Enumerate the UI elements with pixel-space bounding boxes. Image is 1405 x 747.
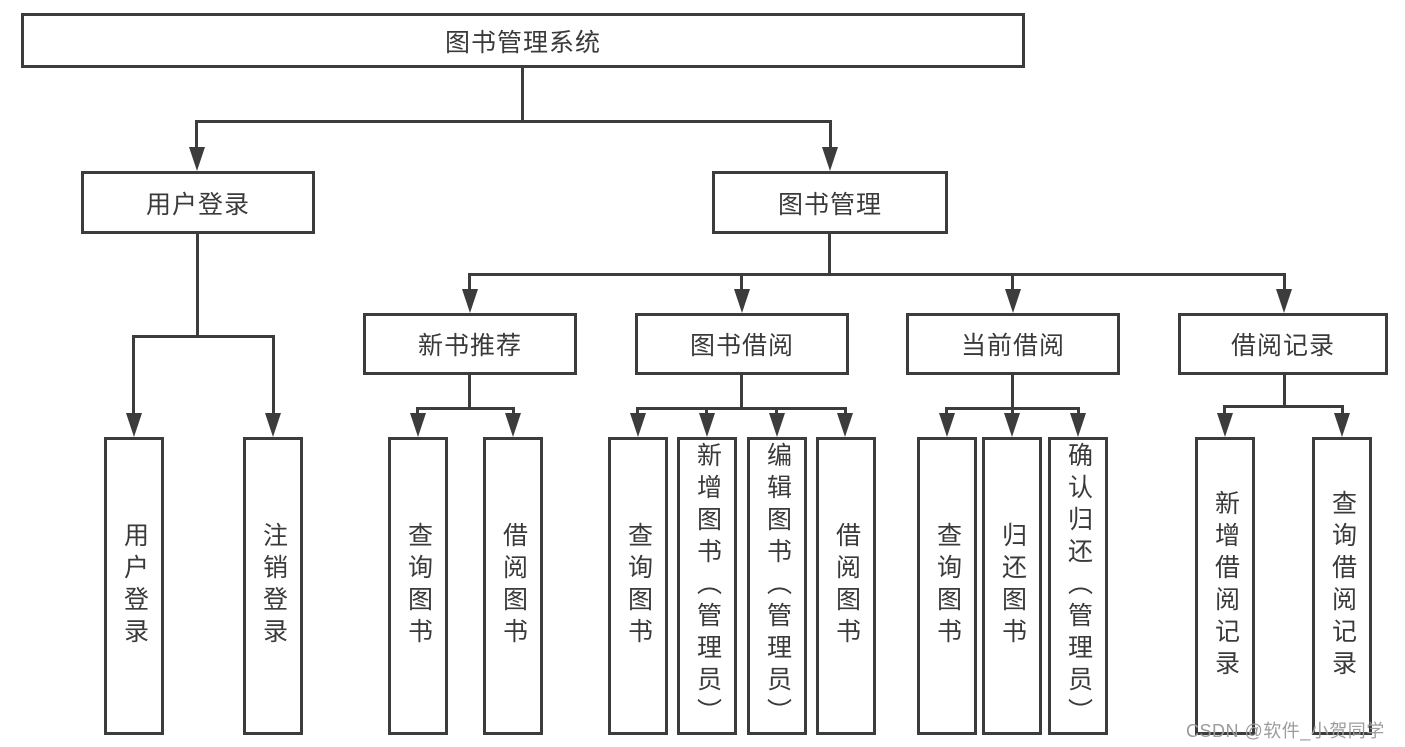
arrowhead-icon: [1004, 413, 1020, 437]
edge-borrowing-stem: [740, 375, 743, 407]
edge-connector: [705, 407, 708, 416]
edge-root-branch: [195, 120, 832, 123]
leaf-edit-books-admin: 编辑图书（管理员）: [747, 437, 807, 735]
leaf-add-books-admin: 新增图书（管理员）: [677, 437, 737, 735]
edge-connector: [1011, 407, 1014, 416]
arrowhead-icon: [1005, 289, 1021, 313]
arrowhead-icon: [630, 413, 646, 437]
edge-to-leaf-logout: [272, 335, 275, 415]
edge-connector: [636, 407, 639, 416]
edge-recommend-branch: [416, 407, 515, 410]
node-user-login: 用户登录: [81, 171, 315, 234]
arrowhead-icon: [939, 413, 955, 437]
arrowhead-icon: [769, 413, 785, 437]
arrowhead-icon: [462, 289, 478, 313]
edge-user-login-stem: [196, 234, 199, 335]
edge-connector: [844, 407, 847, 416]
edge-book-management-branch: [468, 273, 1286, 276]
edge-current-stem: [1011, 375, 1014, 407]
edge-recommend-stem: [468, 375, 471, 407]
arrowhead-icon: [265, 413, 281, 437]
arrowhead-icon: [505, 413, 521, 437]
edge-root-to-user-login: [195, 120, 198, 150]
edge-to-current-borrowing: [1011, 273, 1014, 292]
edge-records-branch: [1223, 405, 1344, 408]
edge-user-login-branch: [132, 335, 275, 338]
leaf-query-books-current: 查询图书: [917, 437, 977, 735]
arrowhead-icon: [734, 289, 750, 313]
node-book-borrowing: 图书借阅: [635, 313, 849, 375]
edge-connector: [775, 407, 778, 416]
arrowhead-icon: [1070, 413, 1086, 437]
leaf-query-books-recommend: 查询图书: [388, 437, 448, 735]
edge-book-management-stem: [828, 234, 831, 276]
node-borrow-records: 借阅记录: [1178, 313, 1388, 375]
arrowhead-icon: [1217, 413, 1233, 437]
edge-connector: [1341, 405, 1344, 416]
leaf-borrow-books-recommend: 借阅图书: [483, 437, 543, 735]
leaf-query-books-borrowing: 查询图书: [608, 437, 668, 735]
leaf-query-borrow-record: 查询借阅记录: [1312, 437, 1372, 735]
leaf-return-books: 归还图书: [982, 437, 1042, 735]
node-current-borrowing: 当前借阅: [906, 313, 1120, 375]
arrowhead-icon: [189, 147, 205, 171]
arrowhead-icon: [126, 413, 142, 437]
edge-root-stem: [521, 68, 524, 121]
node-book-management: 图书管理: [712, 171, 948, 234]
edge-to-borrow-records: [1283, 273, 1286, 292]
edge-connector: [1077, 407, 1080, 416]
arrowhead-icon: [410, 413, 426, 437]
node-root-book-management-system: 图书管理系统: [21, 13, 1025, 68]
arrowhead-icon: [1334, 413, 1350, 437]
edge-to-new-book-recommend: [468, 273, 471, 292]
edge-connector: [945, 407, 948, 416]
leaf-user-login: 用户登录: [104, 437, 164, 735]
arrowhead-icon: [1276, 289, 1292, 313]
edge-borrowing-branch: [636, 407, 847, 410]
edge-connector: [1223, 405, 1226, 416]
node-new-book-recommend: 新书推荐: [363, 313, 577, 375]
arrowhead-icon: [822, 147, 838, 171]
arrowhead-icon: [699, 413, 715, 437]
leaf-borrow-books-borrowing: 借阅图书: [816, 437, 876, 735]
edge-connector: [416, 407, 419, 416]
leaf-logout: 注销登录: [243, 437, 303, 735]
leaf-add-borrow-record: 新增借阅记录: [1195, 437, 1255, 735]
csdn-watermark: CSDN @软件_小贺同学: [1186, 721, 1385, 741]
edge-to-leaf-user-login: [132, 335, 135, 415]
edge-records-stem: [1283, 375, 1286, 405]
edge-root-to-book-management: [829, 120, 832, 150]
arrowhead-icon: [837, 413, 853, 437]
edge-to-book-borrowing: [740, 273, 743, 292]
leaf-confirm-return-admin: 确认归还（管理员）: [1048, 437, 1108, 735]
edge-connector: [512, 407, 515, 416]
